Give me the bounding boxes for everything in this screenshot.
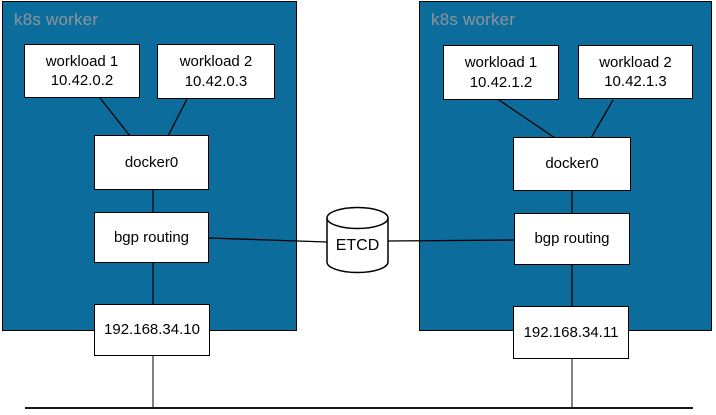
edge-w1-workload1-docker0 <box>99 97 131 137</box>
w1-workload1-name: workload 1 <box>45 52 119 70</box>
worker-1-title: k8s worker <box>14 10 99 29</box>
w2-host-ip: 192.168.34.11 <box>523 323 619 341</box>
etcd-label: ETCD <box>335 237 380 254</box>
w2-workload2-ip: 10.42.1.3 <box>604 73 667 90</box>
w1-workload2-box: workload 2 10.42.0.3 <box>157 44 275 99</box>
edge-w2-workload1-docker0 <box>498 99 556 139</box>
w1-workload2-name: workload 2 <box>179 53 253 70</box>
edge-w2-etcd-bgp <box>387 239 515 242</box>
w1-workload2-ip: 10.42.0.3 <box>184 72 248 90</box>
w2-workload1-ip: 10.42.1.2 <box>469 73 533 91</box>
w2-docker0-label: docker0 <box>545 155 599 173</box>
etcd-database-cylinder-icon <box>326 206 389 274</box>
w1-bgp-label: bgp routing <box>113 228 190 246</box>
edge-w1-bgp-etcd <box>208 237 328 243</box>
w1-workload1-box: workload 1 10.42.0.2 <box>24 44 140 98</box>
w1-docker0-label: docker0 <box>124 153 179 171</box>
w2-workload1-box: workload 1 10.42.1.2 <box>443 45 559 100</box>
w2-bgp-label: bgp routing <box>534 230 610 248</box>
w1-docker0-bridge-box: docker0 <box>94 135 209 190</box>
w2-workload2-name: workload 2 <box>599 53 672 71</box>
w2-host-ip-box: 192.168.34.11 <box>513 306 629 359</box>
w1-workload1-ip: 10.42.0.2 <box>50 72 114 89</box>
edge-w1-workload2-docker0 <box>167 98 188 137</box>
w1-host-ip: 192.168.34.10 <box>104 321 200 339</box>
w2-workload2-box: workload 2 10.42.1.3 <box>578 45 693 99</box>
w1-host-ip-box: 192.168.34.10 <box>94 304 210 356</box>
w2-workload1-name: workload 1 <box>464 54 538 71</box>
w2-bgp-routing-box: bgp routing <box>514 213 630 265</box>
edge-w2-workload2-docker0 <box>590 99 614 139</box>
worker-2-title: k8s worker <box>431 10 516 29</box>
w2-docker0-bridge-box: docker0 <box>513 137 631 191</box>
w1-bgp-routing-box: bgp routing <box>94 212 209 263</box>
